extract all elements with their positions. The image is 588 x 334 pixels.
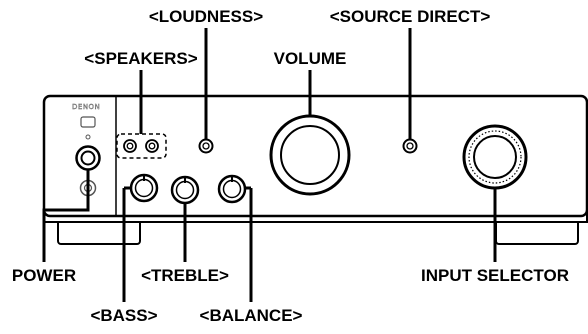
treble-knob[interactable] bbox=[170, 175, 200, 205]
input-selector-knob[interactable] bbox=[462, 124, 528, 190]
bass-knob[interactable] bbox=[129, 173, 159, 203]
speakers-buttons bbox=[116, 133, 167, 159]
label-balance: <BALANCE> bbox=[200, 306, 303, 325]
loudness-button[interactable] bbox=[198, 138, 214, 154]
leader-lines bbox=[42, 28, 497, 302]
remote-sensor bbox=[80, 116, 96, 128]
label-bass: <BASS> bbox=[90, 306, 157, 325]
volume-knob[interactable] bbox=[269, 114, 351, 196]
label-volume: VOLUME bbox=[274, 49, 347, 68]
label-power: POWER bbox=[12, 266, 76, 285]
standby-indicator bbox=[85, 134, 91, 140]
label-input-selector: INPUT SELECTOR bbox=[421, 266, 569, 285]
label-source-direct: <SOURCE DIRECT> bbox=[330, 7, 491, 26]
label-speakers: <SPEAKERS> bbox=[84, 49, 197, 68]
source-direct-button[interactable] bbox=[402, 138, 418, 154]
speakers-a-button[interactable] bbox=[123, 139, 137, 153]
label-treble: <TREBLE> bbox=[141, 266, 229, 285]
power-button[interactable] bbox=[75, 145, 101, 171]
label-loudness: <LOUDNESS> bbox=[149, 7, 263, 26]
brand-logo: DENON bbox=[72, 103, 100, 111]
leader-power bbox=[42, 170, 90, 262]
balance-knob[interactable] bbox=[217, 174, 247, 204]
speakers-b-button[interactable] bbox=[145, 139, 159, 153]
